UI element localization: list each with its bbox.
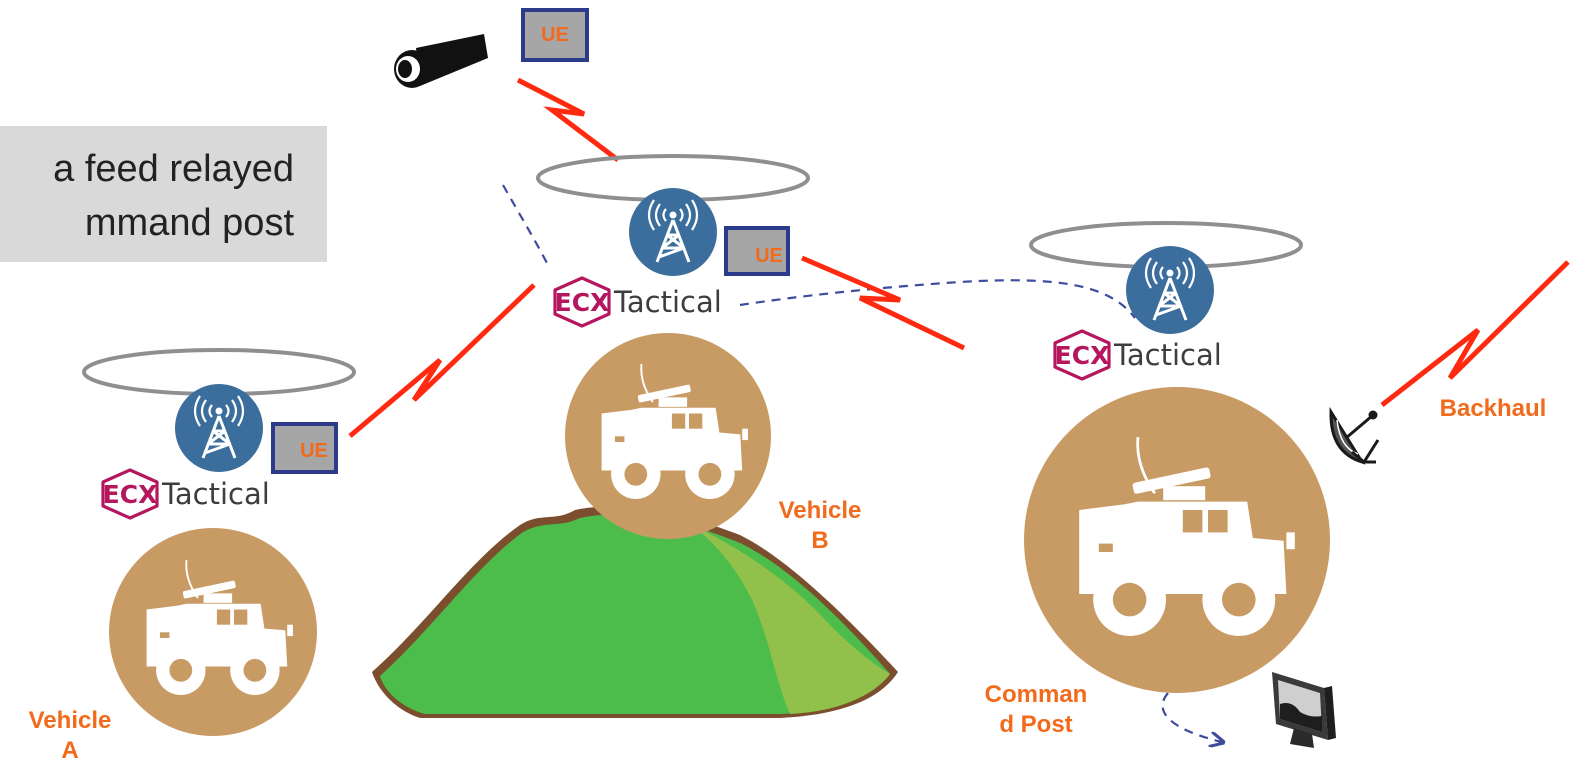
ue-box-camera: UE <box>521 8 589 62</box>
ue-box-vehicle-a: UE <box>271 422 338 474</box>
hill <box>372 506 898 718</box>
satellite-dish-icon <box>1329 406 1380 465</box>
vehicle-b-label: Vehicle B <box>756 496 884 556</box>
ecx-word: Tactical <box>1113 338 1222 372</box>
vehicle-b-badge <box>565 333 771 539</box>
monitor-icon <box>1272 672 1336 748</box>
tower-icon-command-post <box>1124 244 1216 336</box>
command-post-label-line1: Comman <box>984 681 1088 708</box>
ecx-mark: ECX <box>103 480 158 509</box>
command-post-label: Comman d Post <box>970 680 1102 740</box>
vehicle-a-label-line1: Vehicle <box>28 707 112 734</box>
ue-label-camera: UE <box>541 24 569 46</box>
ue-label-vehicle-a: UE <box>300 440 328 462</box>
vehicle-b-label-line2: B <box>811 527 829 554</box>
ecx-logo-vehicle-a: ECX Tactical <box>101 468 270 520</box>
ecx-mark: ECX <box>1055 341 1110 370</box>
relay-path <box>502 184 1222 742</box>
tower-icon-vehicle-a <box>173 382 265 474</box>
ecx-word: Tactical <box>161 477 270 511</box>
ecx-word: Tactical <box>613 285 722 319</box>
command-post-label-line2: d Post <box>999 711 1073 738</box>
backhaul-label: Backhaul <box>1439 395 1547 422</box>
ecx-logo-command-post: ECX Tactical <box>1053 329 1222 381</box>
camera-icon <box>394 34 488 88</box>
vehicle-b-label-line1: Vehicle <box>778 497 862 524</box>
vehicle-a-badge <box>109 528 317 736</box>
caption-line-2: mmand post <box>84 202 294 244</box>
vehicle-a-label-line2: A <box>61 737 79 764</box>
vehicle-b-link <box>801 255 966 351</box>
caption-line-1: a feed relayed <box>53 148 294 190</box>
vehicle-a-label: Vehicle A <box>10 706 130 766</box>
radio-links <box>348 77 1570 438</box>
caption-callout: a feed relayed mmand post <box>0 126 327 262</box>
command-post-badge <box>1024 387 1330 693</box>
vehicle-a-link <box>348 283 536 438</box>
ecx-mark: ECX <box>555 288 610 317</box>
ue-label-vehicle-b: UE <box>755 245 783 267</box>
backhaul-link <box>1380 260 1570 407</box>
ue-box-vehicle-b: UE <box>724 226 790 276</box>
camera-link <box>516 77 620 162</box>
ecx-logo-vehicle-b: ECX Tactical <box>553 276 722 328</box>
tower-icon-vehicle-b <box>627 186 719 278</box>
